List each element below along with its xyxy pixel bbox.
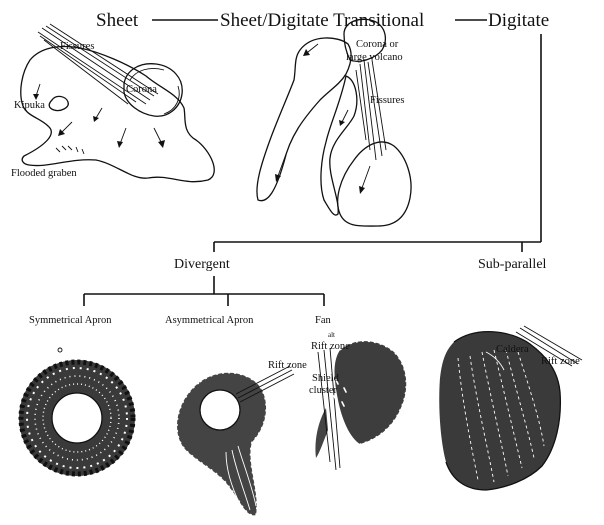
- label-sheet: Sheet: [96, 10, 139, 31]
- label-cluster: cluster: [309, 385, 337, 396]
- sheet-flow-sketch: [21, 24, 214, 182]
- label-sheet-digitate-transitional: Sheet/Digitate Transitional: [220, 10, 424, 31]
- label-digitate: Digitate: [488, 10, 549, 31]
- label-transitional-fissures: Fissures: [370, 95, 404, 106]
- label-alt: alt: [328, 331, 335, 339]
- transitional-flow-sketch: [257, 19, 411, 226]
- label-sheet-fissures: Fissures: [60, 41, 94, 52]
- label-fan: Fan: [315, 315, 332, 326]
- label-shield: Shield: [312, 373, 340, 384]
- label-asymmetrical-apron: Asymmetrical Apron: [165, 315, 254, 326]
- fan-sketch: [315, 341, 406, 470]
- label-caldera: Caldera: [496, 344, 529, 355]
- label-flooded-graben: Flooded graben: [11, 168, 77, 179]
- label-divergent: Divergent: [174, 257, 230, 272]
- symmetrical-apron-sketch: [19, 348, 135, 476]
- label-large-volcano: large volcano: [346, 52, 403, 63]
- asymmetrical-apron-sketch: [177, 366, 294, 515]
- label-kipuka: Kipuka: [14, 100, 45, 111]
- label-rift-zone-fan: Rift zone: [311, 341, 350, 352]
- label-sub-parallel: Sub-parallel: [478, 257, 547, 272]
- label-symmetrical-apron: Symmetrical Apron: [29, 315, 112, 326]
- label-rift-zone-asymmetrical: Rift zone: [268, 360, 307, 371]
- label-sheet-corona: Corona: [126, 84, 157, 95]
- label-rift-zone-sub-parallel: Rift zone: [541, 356, 580, 367]
- label-corona-or: Corona or: [356, 39, 399, 50]
- divergent-tree-connectors: [84, 276, 324, 306]
